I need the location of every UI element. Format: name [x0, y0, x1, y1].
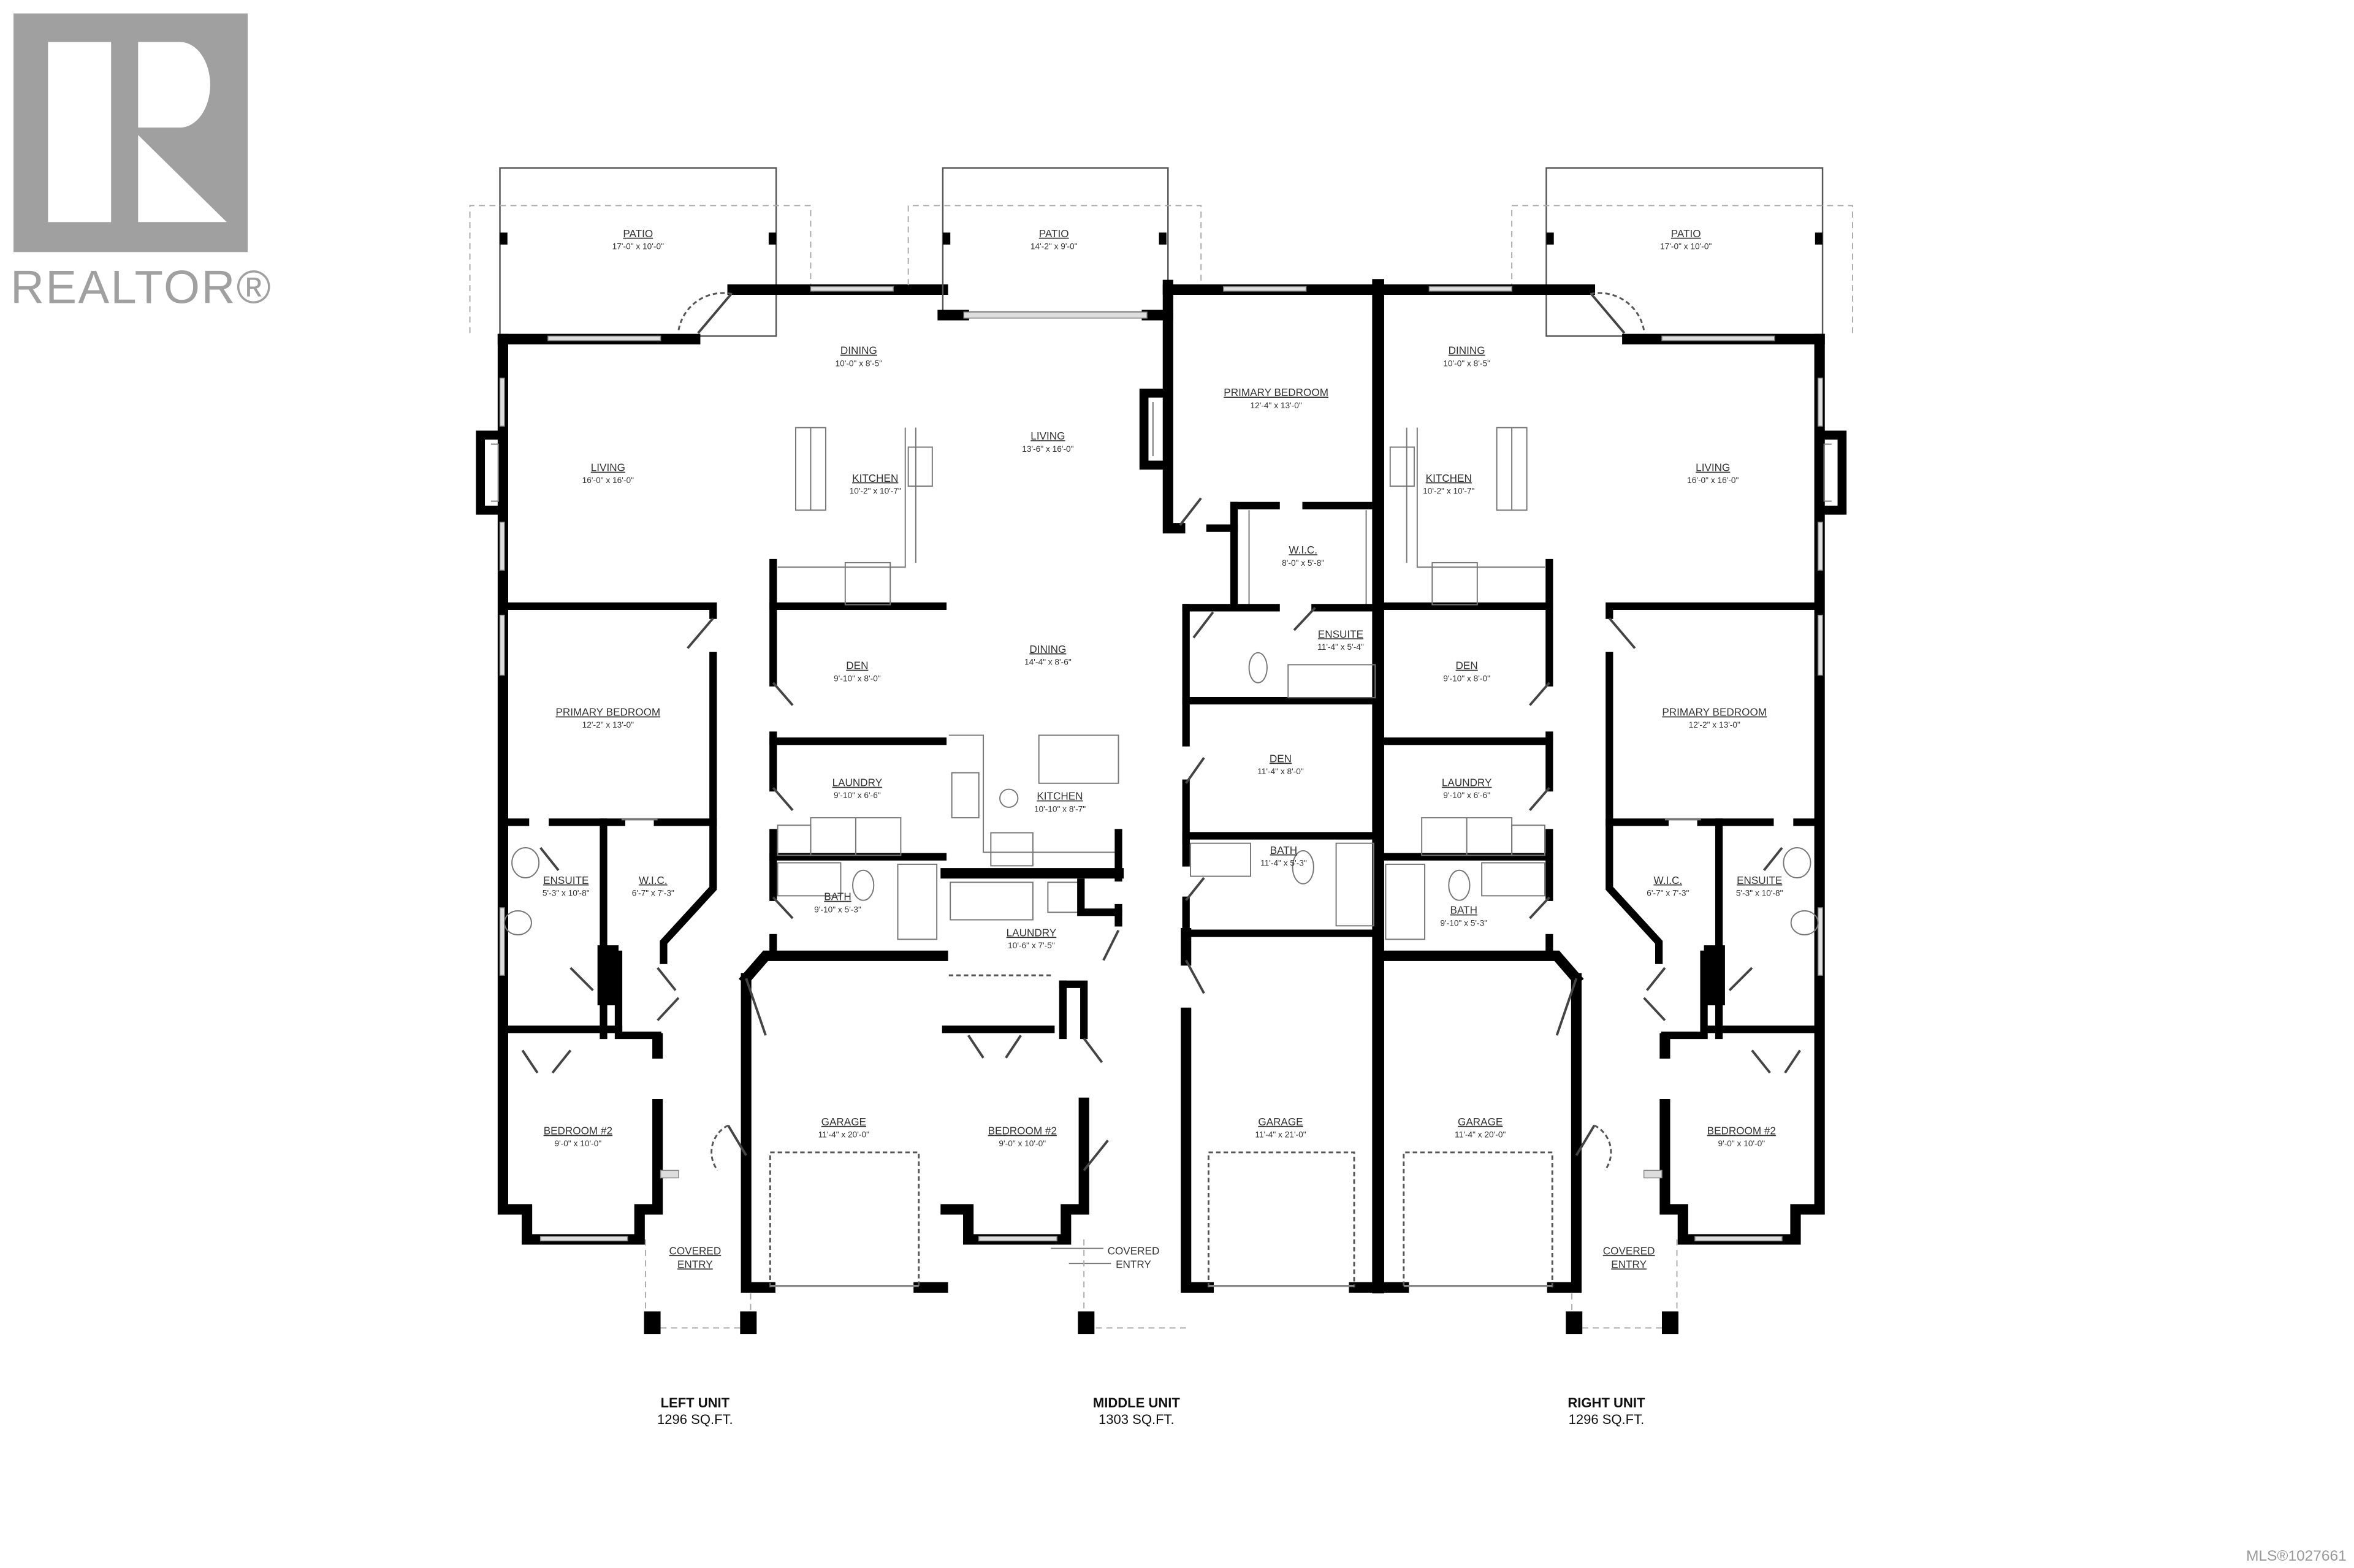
room-dims: 9'-10" x 8'-0" — [1443, 674, 1490, 683]
room-name: ENSUITE — [1318, 628, 1363, 640]
room-name: ENSUITE — [543, 874, 588, 886]
room-dims: 12'-2" x 13'-0" — [1689, 720, 1740, 729]
room-dims: 6'-7" x 7'-3" — [632, 888, 674, 897]
room-name: LAUNDRY — [1442, 777, 1492, 789]
room-name: W.I.C. — [1653, 874, 1682, 886]
room-dims: 13'-6" x 16'-0" — [1022, 444, 1073, 454]
room-name: COVERED — [1603, 1244, 1655, 1257]
room-name: DINING — [1449, 344, 1485, 357]
room-name: DEN — [1270, 753, 1292, 765]
room-name: KITCHEN — [852, 472, 898, 484]
room-dims: 9'-10" x 8'-0" — [834, 674, 881, 683]
room-dims: 17'-0" x 10'-0" — [612, 242, 664, 251]
room-dims: 16'-0" x 16'-0" — [1687, 476, 1739, 485]
room-name: LIVING — [591, 462, 625, 474]
room-name: PATIO — [623, 227, 653, 240]
unit-title: LEFT UNIT — [661, 1395, 730, 1410]
unit-area: 1296 SQ.FT. — [1569, 1412, 1645, 1427]
room-name: PRIMARY BEDROOM — [555, 706, 660, 718]
room-name: ENSUITE — [1737, 874, 1782, 886]
room-dims: 12'-4" x 13'-0" — [1250, 401, 1301, 410]
room-name: LAUNDRY — [832, 777, 883, 789]
room-dims: 17'-0" x 10'-0" — [1660, 242, 1712, 251]
room-name: KITCHEN — [1426, 472, 1472, 484]
room-dims: 10'-2" x 10'-7" — [850, 486, 901, 495]
unit-title: RIGHT UNIT — [1567, 1395, 1645, 1410]
room-name: PATIO — [1671, 227, 1701, 240]
room-name: LAUNDRY — [1007, 926, 1057, 938]
mls-number: MLS®1027661 — [2246, 1548, 2347, 1564]
room-dims: 11'-4" x 21'-0" — [1255, 1130, 1306, 1139]
room-dims: 11'-4" x 5'-3" — [1260, 858, 1307, 867]
room-dims: 14'-2" x 9'-0" — [1030, 242, 1078, 251]
unit-area: 1296 SQ.FT. — [657, 1412, 733, 1427]
room-name: DINING — [1029, 643, 1066, 655]
room-dims: 5'-3" x 10'-8" — [543, 888, 590, 897]
room-dims: 9'-10" x 5'-3" — [814, 905, 861, 914]
room-name: BEDROOM #2 — [544, 1125, 612, 1137]
realtor-logo: REALTOR® — [10, 13, 272, 313]
room-name-line2: ENTRY — [1611, 1258, 1647, 1270]
room-name: PRIMARY BEDROOM — [1224, 386, 1328, 398]
room-name: DEN — [1456, 660, 1478, 672]
room-name: PATIO — [1039, 227, 1069, 240]
room-dims: 9'-10" x 6'-6" — [834, 791, 881, 800]
room-dims: 11'-4" x 20'-0" — [1455, 1130, 1506, 1139]
room-name: BEDROOM #2 — [988, 1125, 1057, 1137]
room-name: DEN — [846, 660, 868, 672]
room-name: BATH — [1270, 844, 1297, 856]
room-name: COVERED — [669, 1244, 722, 1257]
room-dims: 9'-0" x 10'-0" — [999, 1139, 1046, 1148]
realtor-logo-text: REALTOR® — [10, 261, 272, 313]
room-name: LIVING — [1030, 430, 1065, 442]
room-name: PRIMARY BEDROOM — [1662, 706, 1767, 718]
room-name: W.I.C. — [1289, 544, 1317, 556]
room-name-line2: ENTRY — [677, 1258, 713, 1270]
room-dims: 10'-0" x 8'-5" — [835, 359, 882, 368]
room-dims: 11'-4" x 20'-0" — [818, 1130, 869, 1139]
unit-title: MIDDLE UNIT — [1093, 1395, 1180, 1410]
room-name: LIVING — [1696, 462, 1730, 474]
left-unit-labels: PATIO 17'-0" x 10'-0" DINING 10'-0" x 8'… — [543, 227, 901, 1427]
room-dims: 9'-10" x 5'-3" — [1440, 918, 1487, 927]
room-dims: 10'-0" x 8'-5" — [1443, 359, 1490, 368]
room-name-line2: ENTRY — [1116, 1258, 1151, 1270]
middle-unit-labels: PATIO 14'-2" x 9'-0" LIVING 13'-6" x 16'… — [988, 227, 1364, 1427]
room-dims: 8'-0" x 5'-8" — [1282, 558, 1324, 568]
right-unit-labels: PATIO 17'-0" x 10'-0" DINING 10'-0" x 8'… — [1423, 227, 1783, 1427]
room-dims: 9'-0" x 10'-0" — [1718, 1139, 1765, 1148]
room-dims: 5'-3" x 10'-8" — [1736, 888, 1783, 897]
room-dims: 16'-0" x 16'-0" — [582, 476, 634, 485]
room-name: DINING — [840, 344, 877, 357]
room-dims: 10'-2" x 10'-7" — [1423, 486, 1474, 495]
room-dims: 10'-10" x 8'-7" — [1034, 804, 1086, 813]
room-dims: 10'-6" x 7'-5" — [1008, 941, 1055, 950]
room-dims: 11'-4" x 8'-0" — [1257, 767, 1304, 776]
room-dims: 6'-7" x 7'-3" — [1647, 888, 1689, 897]
room-name: BATH — [824, 891, 851, 903]
room-dims: 9'-10" x 6'-6" — [1443, 791, 1490, 800]
unit-area: 1303 SQ.FT. — [1099, 1412, 1175, 1427]
room-name: BEDROOM #2 — [1707, 1125, 1776, 1137]
room-dims: 11'-4" x 5'-4" — [1317, 642, 1364, 652]
room-name: GARAGE — [821, 1116, 866, 1128]
room-dims: 9'-0" x 10'-0" — [555, 1139, 602, 1148]
room-name: BATH — [1450, 904, 1477, 916]
room-name: GARAGE — [1458, 1116, 1503, 1128]
room-name: KITCHEN — [1037, 790, 1083, 802]
middle-unit-plan — [907, 167, 1384, 1334]
room-name: GARAGE — [1258, 1116, 1303, 1128]
room-name: W.I.C. — [639, 874, 668, 886]
room-name: COVERED — [1108, 1244, 1160, 1257]
room-dims: 12'-2" x 13'-0" — [582, 720, 634, 729]
room-dims: 14'-4" x 8'-6" — [1024, 657, 1072, 666]
